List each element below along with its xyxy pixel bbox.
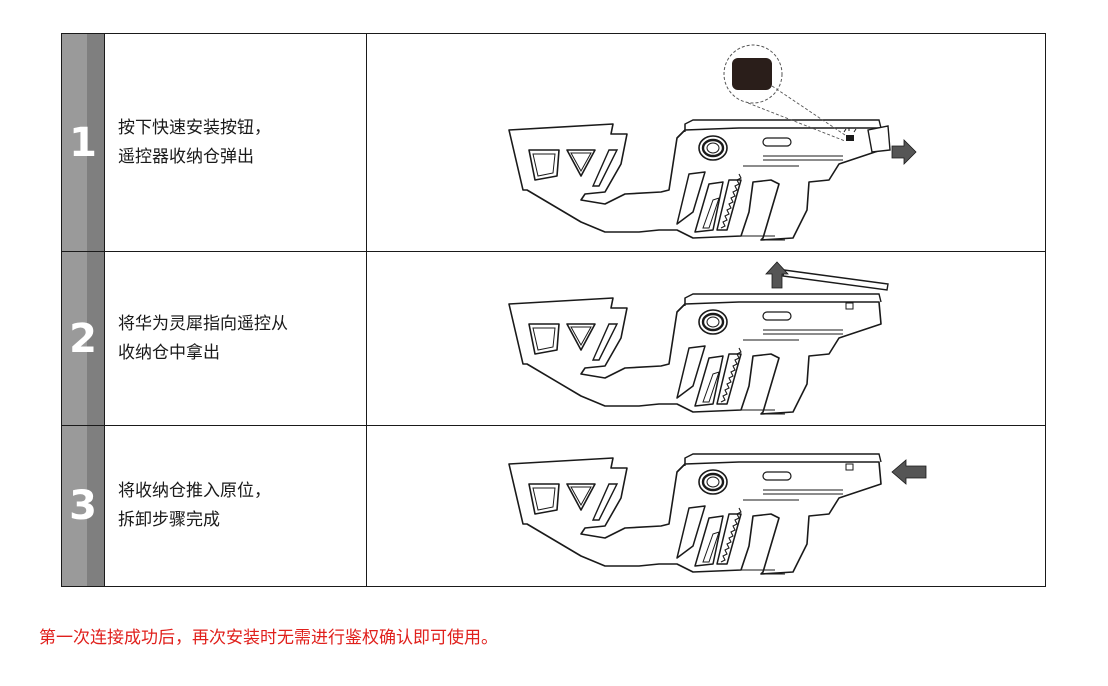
step-text-line: 拆卸步骤完成	[118, 510, 220, 530]
step-text-line: 遥控器收纳仓弹出	[118, 146, 254, 167]
arrow-left-icon	[891, 459, 927, 485]
device-illustration	[507, 452, 883, 576]
quick-install-button	[846, 135, 854, 141]
step-text-line: 将华为灵犀指向遥控从	[118, 313, 288, 334]
step-number: 2	[62, 252, 105, 425]
step-text-line: 按下快速安装按钮，	[118, 117, 271, 138]
column-divider	[366, 252, 367, 425]
step-text: 将华为灵犀指向遥控从 收纳仓中拿出	[118, 252, 358, 425]
step-text: 按下快速安装按钮， 遥控器收纳仓弹出	[118, 34, 358, 251]
step-row-2: 2 将华为灵犀指向遥控从 收纳仓中拿出	[62, 252, 1045, 426]
steps-table: 1 按下快速安装按钮， 遥控器收纳仓弹出 2	[61, 33, 1046, 587]
step-illustration	[368, 34, 1045, 251]
step-text: 将收纳仓推入原位， 拆卸步骤完成	[118, 426, 358, 586]
arrow-right-icon	[891, 139, 917, 165]
step-illustration	[368, 426, 1045, 586]
zoomed-button	[732, 58, 772, 90]
arrow-up-icon	[765, 261, 789, 289]
step-number: 3	[62, 426, 105, 586]
remote-control	[782, 269, 889, 291]
column-divider	[366, 426, 367, 586]
footnote: 第一次连接成功后，再次安装时无需进行鉴权确认即可使用。	[39, 628, 498, 648]
step-row-1: 1 按下快速安装按钮， 遥控器收纳仓弹出	[62, 34, 1045, 252]
column-divider	[366, 34, 367, 251]
step-text-line: 收纳仓中拿出	[118, 342, 220, 363]
device-illustration	[507, 118, 883, 242]
step-illustration	[368, 252, 1045, 425]
step-text-line: 将收纳仓推入原位，	[118, 481, 271, 501]
step-row-3: 3 将收纳仓推入原位， 拆卸步骤完成	[62, 426, 1045, 586]
step-number: 1	[62, 34, 105, 251]
device-illustration	[507, 292, 883, 416]
